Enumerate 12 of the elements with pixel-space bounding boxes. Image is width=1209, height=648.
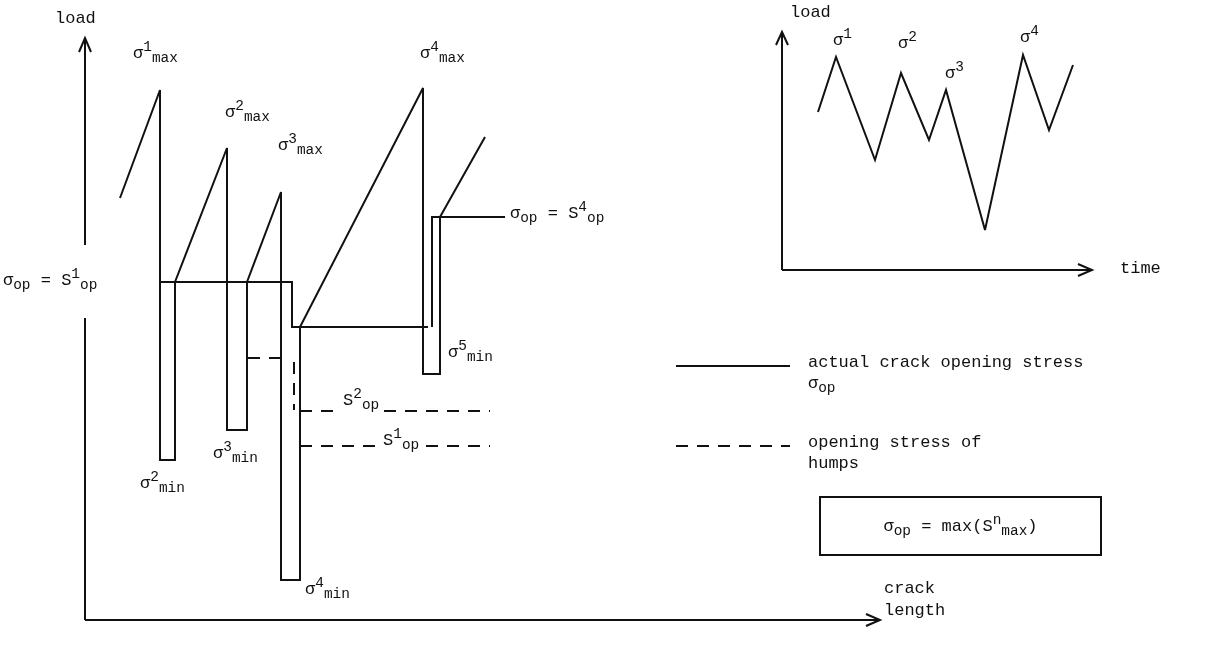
legend-text: opening stress of humps bbox=[808, 432, 983, 475]
stress-label: σ$^{1}$ bbox=[833, 25, 852, 52]
stress-label: σ$^{3}$ bbox=[945, 58, 964, 85]
axis-label: time bbox=[1120, 258, 1161, 280]
formula-box bbox=[819, 496, 1102, 556]
axis-label: load bbox=[55, 8, 96, 30]
stress-label: σ$^{4}$ bbox=[1020, 22, 1039, 49]
stress-label: σ$^{2}$ bbox=[898, 28, 917, 55]
axis-label: load bbox=[790, 2, 831, 24]
legend-text: actual crack opening stress σ$_{op}$ bbox=[808, 352, 1085, 398]
axis-label: crack length bbox=[884, 578, 947, 623]
formula: σ$_{op}$ = max(S$^{n}$$_{max}$) bbox=[883, 512, 1038, 540]
